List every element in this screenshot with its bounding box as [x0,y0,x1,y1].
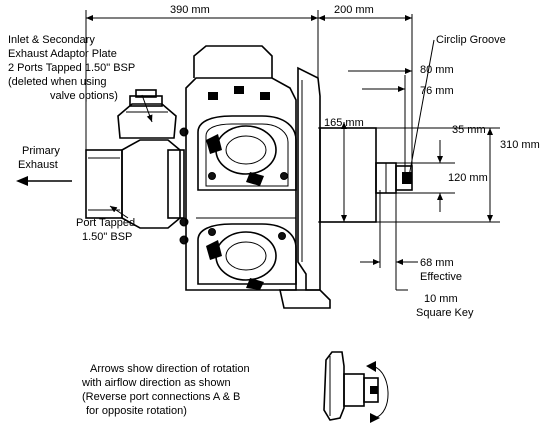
note-line-4: for opposite rotation) [86,405,187,417]
dim-68-note: Effective [420,271,462,283]
rotation-note: Arrows show direction of rotation with a… [81,363,250,417]
callout-labels: Circlip Groove Inlet & Secondary Exhaust… [8,34,506,243]
extension-lines [85,10,500,290]
dim-310: 310 mm [500,139,540,151]
primary-exhaust-label-2: Exhaust [18,159,58,171]
inlet-label-4: (deleted when using [8,76,106,88]
key-size: 10 mm [424,293,458,305]
inlet-label-1: Inlet & Secondary [8,34,95,46]
dim-165: 165 mm [324,117,364,129]
note-line-1: Arrows show direction of rotation [90,363,250,375]
note-line-2: with airflow direction as shown [81,377,231,389]
circlip-groove-label: Circlip Groove [436,34,506,46]
dim-80: 80 mm [420,64,454,76]
dim-120: 120 mm [448,172,488,184]
port-label-2: 1.50" BSP [82,231,132,243]
rotation-direction-icon [323,351,389,423]
port-label-1: Port Tapped [76,217,135,229]
dimension-labels: 390 mm 200 mm 80 mm 76 mm 165 mm 35 mm 3… [170,4,540,319]
dim-mount-to-shaft: 200 mm [334,4,374,16]
dim-overall-length: 390 mm [170,4,210,16]
inlet-label-3: 2 Ports Tapped 1.50" BSP [8,62,135,74]
key-label: Square Key [416,307,474,319]
inlet-label-2: Exhaust Adaptor Plate [8,48,117,60]
primary-exhaust-label-1: Primary [22,145,60,157]
note-line-3: (Reverse port connections A & B [82,391,240,403]
motor-body [85,45,413,309]
inlet-label-5: valve options) [50,90,118,102]
dim-35: 35 mm [452,124,486,136]
dim-68: 68 mm [420,257,454,269]
dimension-lines [16,15,493,291]
dim-76: 76 mm [420,85,454,97]
